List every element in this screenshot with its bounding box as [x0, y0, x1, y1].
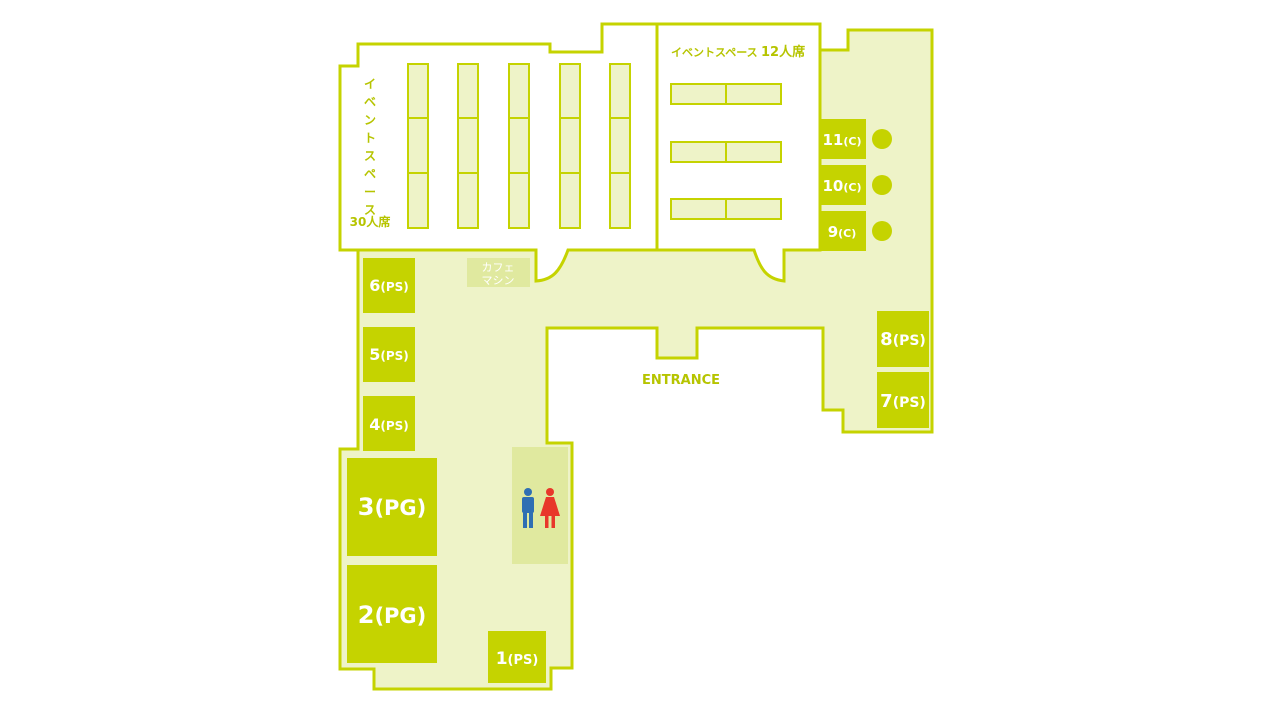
table [508, 63, 530, 229]
label-char: ン [364, 113, 376, 127]
booth-number: 1 [496, 649, 508, 669]
booth-number: 9 [828, 223, 838, 241]
entrance-label: ENTRANCE [642, 373, 720, 388]
booth-number: 11 [822, 131, 843, 149]
event-space-small-label: イベントスペース [671, 46, 758, 59]
svg-text:8(PS): 8(PS) [880, 329, 926, 350]
seat-marker [872, 175, 892, 195]
booth-type: (PS) [893, 333, 926, 349]
booth-type: (PS) [893, 395, 926, 411]
label-char: イ [364, 77, 376, 91]
female-icon [540, 488, 560, 528]
small-room-tables [670, 83, 782, 220]
booth-6[interactable]: 6(PS) [363, 258, 415, 313]
cafe-machine-box[interactable] [467, 258, 530, 287]
table [559, 63, 581, 229]
label-char: ス [364, 149, 376, 163]
booth-2[interactable]: 2(PG) [347, 565, 437, 663]
booth-type: (C) [843, 135, 861, 148]
svg-text:3(PG): 3(PG) [358, 493, 427, 521]
booth-number: 6 [369, 276, 380, 295]
booth-1[interactable]: 1(PS) [488, 631, 546, 683]
booth-type: (PG) [374, 604, 426, 628]
booth-8[interactable]: 8(PS) [877, 311, 929, 367]
label-char: ー [364, 185, 376, 199]
booth-4[interactable]: 4(PS) [363, 396, 415, 451]
label-char: ス [364, 203, 376, 217]
booth-number: 4 [369, 415, 380, 434]
event-space-large-capacity: 30人席 [350, 214, 391, 229]
booth-type: (C) [838, 227, 856, 240]
booth-7[interactable]: 7(PS) [877, 372, 929, 428]
table [407, 63, 429, 229]
seat-marker [872, 221, 892, 241]
svg-text:2(PG): 2(PG) [358, 601, 427, 629]
seat-marker [872, 129, 892, 149]
label-char: ベ [364, 95, 376, 109]
booth-10[interactable]: 10(C) [819, 165, 866, 205]
booth-5[interactable]: 5(PS) [363, 327, 415, 382]
svg-text:10(C): 10(C) [822, 177, 861, 195]
booth-number: 2 [358, 601, 375, 629]
event-space-large-label: イ ベ ン ト ス ペ ー ス 30人席 [350, 77, 391, 229]
cafe-machine-label-line1: カフェ [482, 261, 515, 274]
booth-type: (PS) [380, 419, 408, 433]
table [457, 63, 479, 229]
svg-text:5(PS): 5(PS) [369, 345, 409, 364]
booth-type: (PS) [508, 653, 539, 668]
booth-type: (PS) [380, 349, 408, 363]
svg-text:1(PS): 1(PS) [496, 649, 539, 669]
booth-number: 7 [880, 391, 893, 412]
label-char: ペ [364, 167, 376, 181]
svg-text:6(PS): 6(PS) [369, 276, 409, 295]
booth-type: (C) [843, 181, 861, 194]
booth-type: (PS) [380, 280, 408, 294]
label-char: ト [364, 131, 376, 145]
large-room-tables [407, 63, 631, 229]
male-icon [522, 488, 534, 528]
booth-11[interactable]: 11(C) [819, 119, 866, 159]
cafe-machine-label-line2: マシン [482, 274, 515, 287]
table [609, 63, 631, 229]
svg-text:11(C): 11(C) [822, 131, 861, 149]
booths: 11(C) 10(C) 9(C) 8(PS) [347, 119, 929, 683]
booth-number: 8 [880, 329, 893, 350]
svg-text:9(C): 9(C) [828, 223, 857, 241]
svg-text:4(PS): 4(PS) [369, 415, 409, 434]
booth-3[interactable]: 3(PG) [347, 458, 437, 556]
booth-number: 5 [369, 345, 380, 364]
booth-type: (PG) [374, 496, 426, 520]
booth-number: 10 [822, 177, 843, 195]
booth-number: 3 [358, 493, 375, 521]
svg-text:7(PS): 7(PS) [880, 391, 926, 412]
event-space-small-capacity: 12人席 [761, 44, 805, 60]
booth-9[interactable]: 9(C) [819, 211, 866, 251]
restroom-area[interactable] [512, 447, 568, 564]
